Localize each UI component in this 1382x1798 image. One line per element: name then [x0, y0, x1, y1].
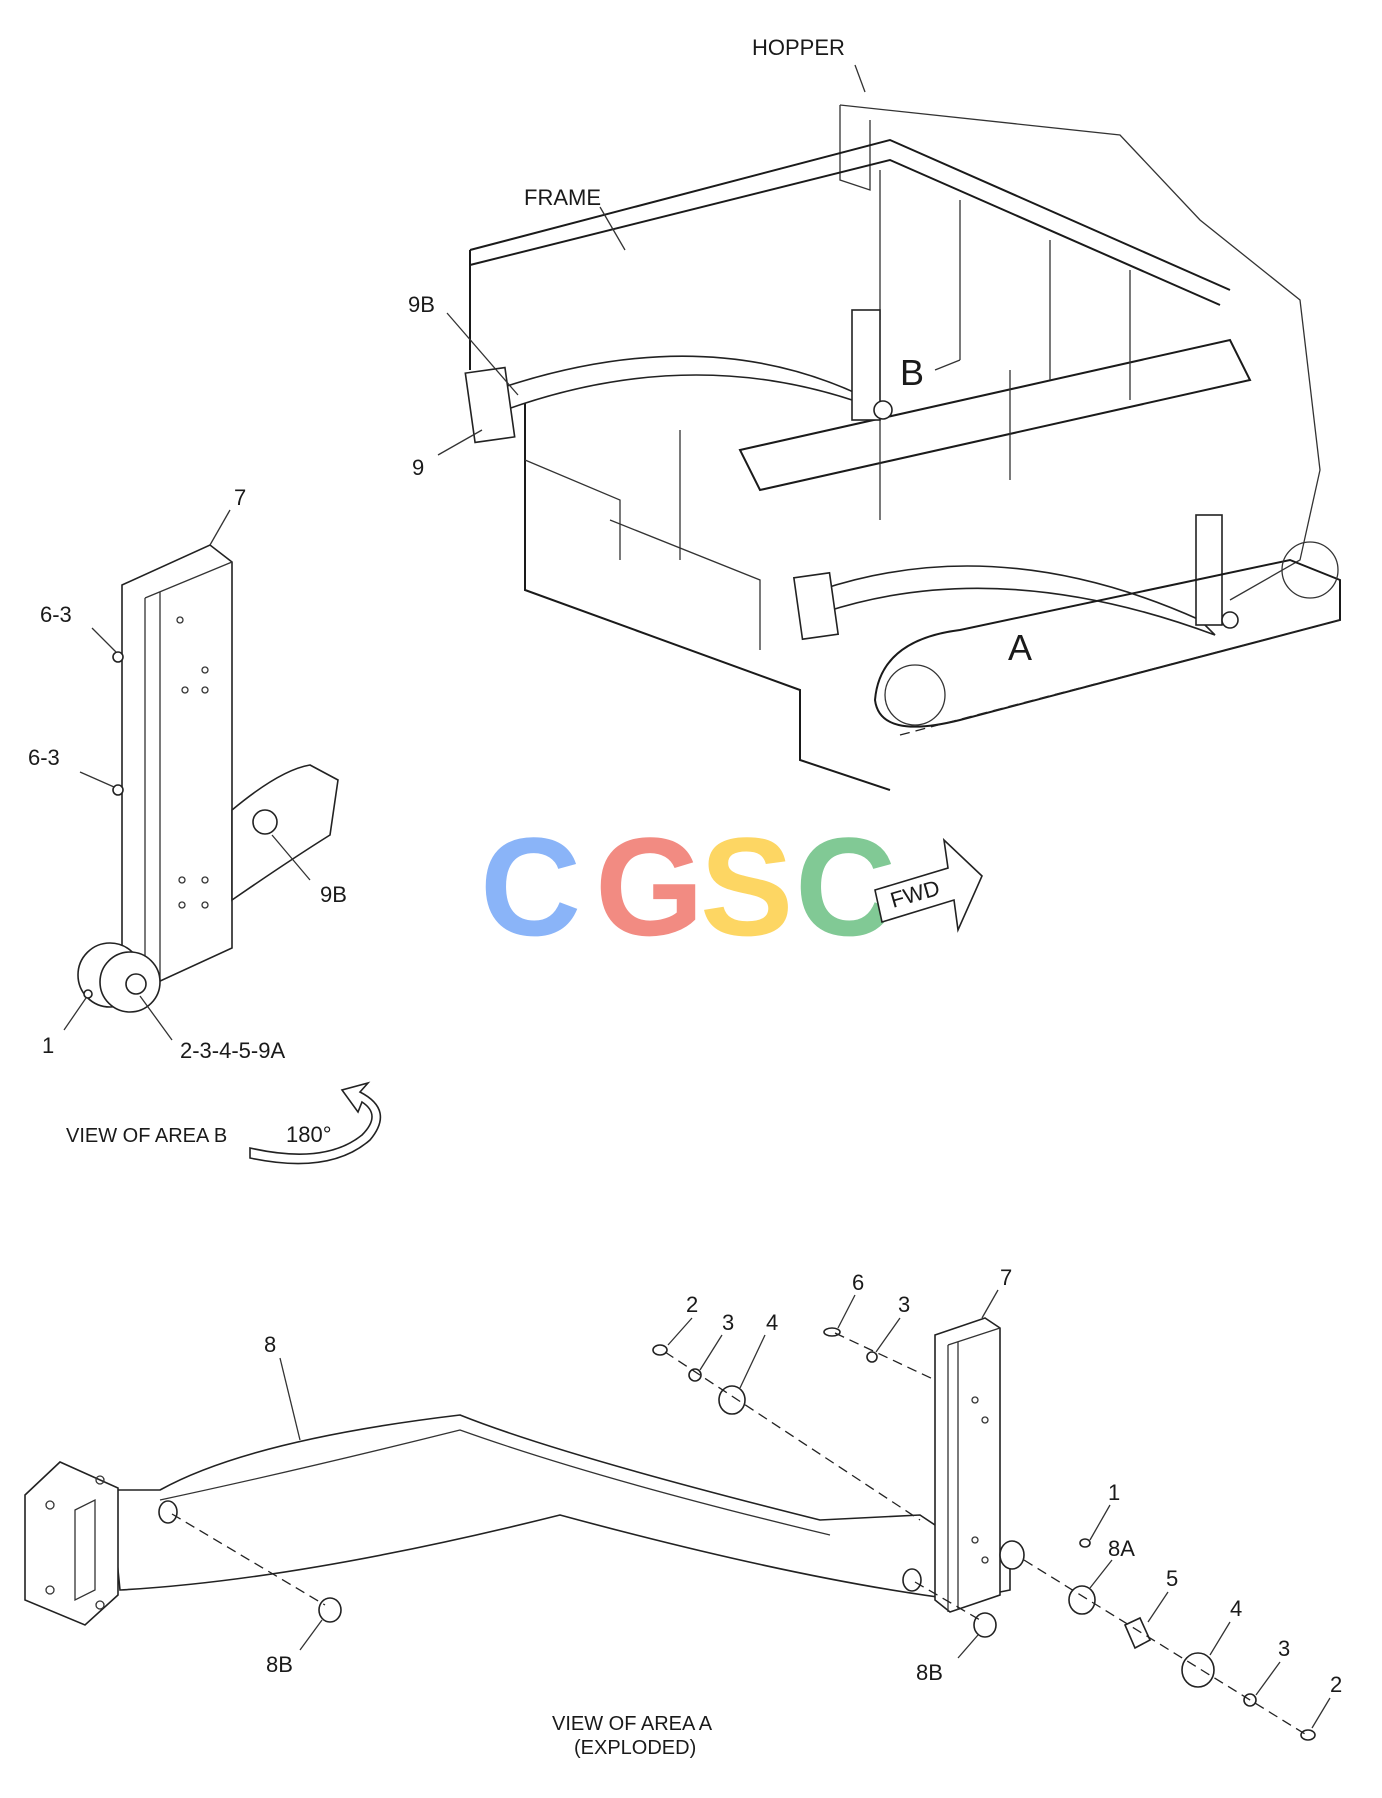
cgsc-watermark: C G S C — [480, 808, 896, 965]
view-a-callout-3-right: 3 — [1278, 1636, 1290, 1661]
view-a-callout-6: 6 — [852, 1270, 864, 1295]
rotate-180-icon — [249, 1081, 382, 1165]
view-a-callout-8b-left: 8B — [266, 1652, 293, 1677]
view-area-b-caption: VIEW OF AREA B — [66, 1125, 227, 1147]
view-a-callout-3-mid: 3 — [898, 1292, 910, 1317]
callout-9-top: 9 — [412, 455, 424, 480]
watermark-letter-c2: C — [795, 808, 896, 965]
view-area-b-drawing — [77, 544, 339, 1013]
view-a-callout-4-left: 4 — [766, 1310, 778, 1335]
top-assembly-leaders — [437, 64, 961, 456]
view-a-callout-7: 7 — [1000, 1265, 1012, 1290]
view-a-callout-2-right: 2 — [1330, 1672, 1342, 1697]
area-a-marker: A — [1008, 627, 1032, 668]
view-a-callout-8a: 8A — [1108, 1536, 1135, 1561]
watermark-letter-c1: C — [480, 808, 581, 965]
view-area-a-drawing — [24, 1317, 1316, 1741]
view-b-callout-6-3-lower: 6-3 — [28, 745, 60, 770]
view-a-callout-2-left: 2 — [686, 1292, 698, 1317]
view-b-callout-stack: 2-3-4-5-9A — [180, 1038, 285, 1063]
view-area-a-caption: VIEW OF AREA A — [552, 1713, 713, 1735]
callout-9b-top: 9B — [408, 292, 435, 317]
view-area-a-subcaption: (EXPLODED) — [574, 1737, 696, 1759]
fwd-arrow-icon: FWD — [874, 837, 983, 933]
rotation-label: 180° — [286, 1122, 332, 1147]
view-b-callout-6-3-upper: 6-3 — [40, 602, 72, 627]
view-area-b-leaders — [63, 509, 311, 1041]
view-a-callout-8b-right: 8B — [916, 1660, 943, 1685]
watermark-letter-s: S — [700, 808, 793, 965]
view-a-callout-4-right: 4 — [1230, 1596, 1242, 1621]
view-b-callout-9b: 9B — [320, 882, 347, 907]
view-a-callout-5: 5 — [1166, 1566, 1178, 1591]
watermark-letter-g: G — [595, 808, 704, 965]
hopper-label: HOPPER — [752, 35, 845, 60]
view-a-callout-1: 1 — [1108, 1480, 1120, 1505]
frame-label: FRAME — [524, 185, 601, 210]
machine-assembly-drawing — [464, 104, 1341, 791]
view-area-a-leaders — [279, 1289, 1331, 1729]
view-a-callout-3-left: 3 — [722, 1310, 734, 1335]
view-b-callout-1: 1 — [42, 1033, 54, 1058]
view-a-callout-8: 8 — [264, 1332, 276, 1357]
view-b-callout-7: 7 — [234, 485, 246, 510]
area-b-marker: B — [900, 352, 924, 393]
